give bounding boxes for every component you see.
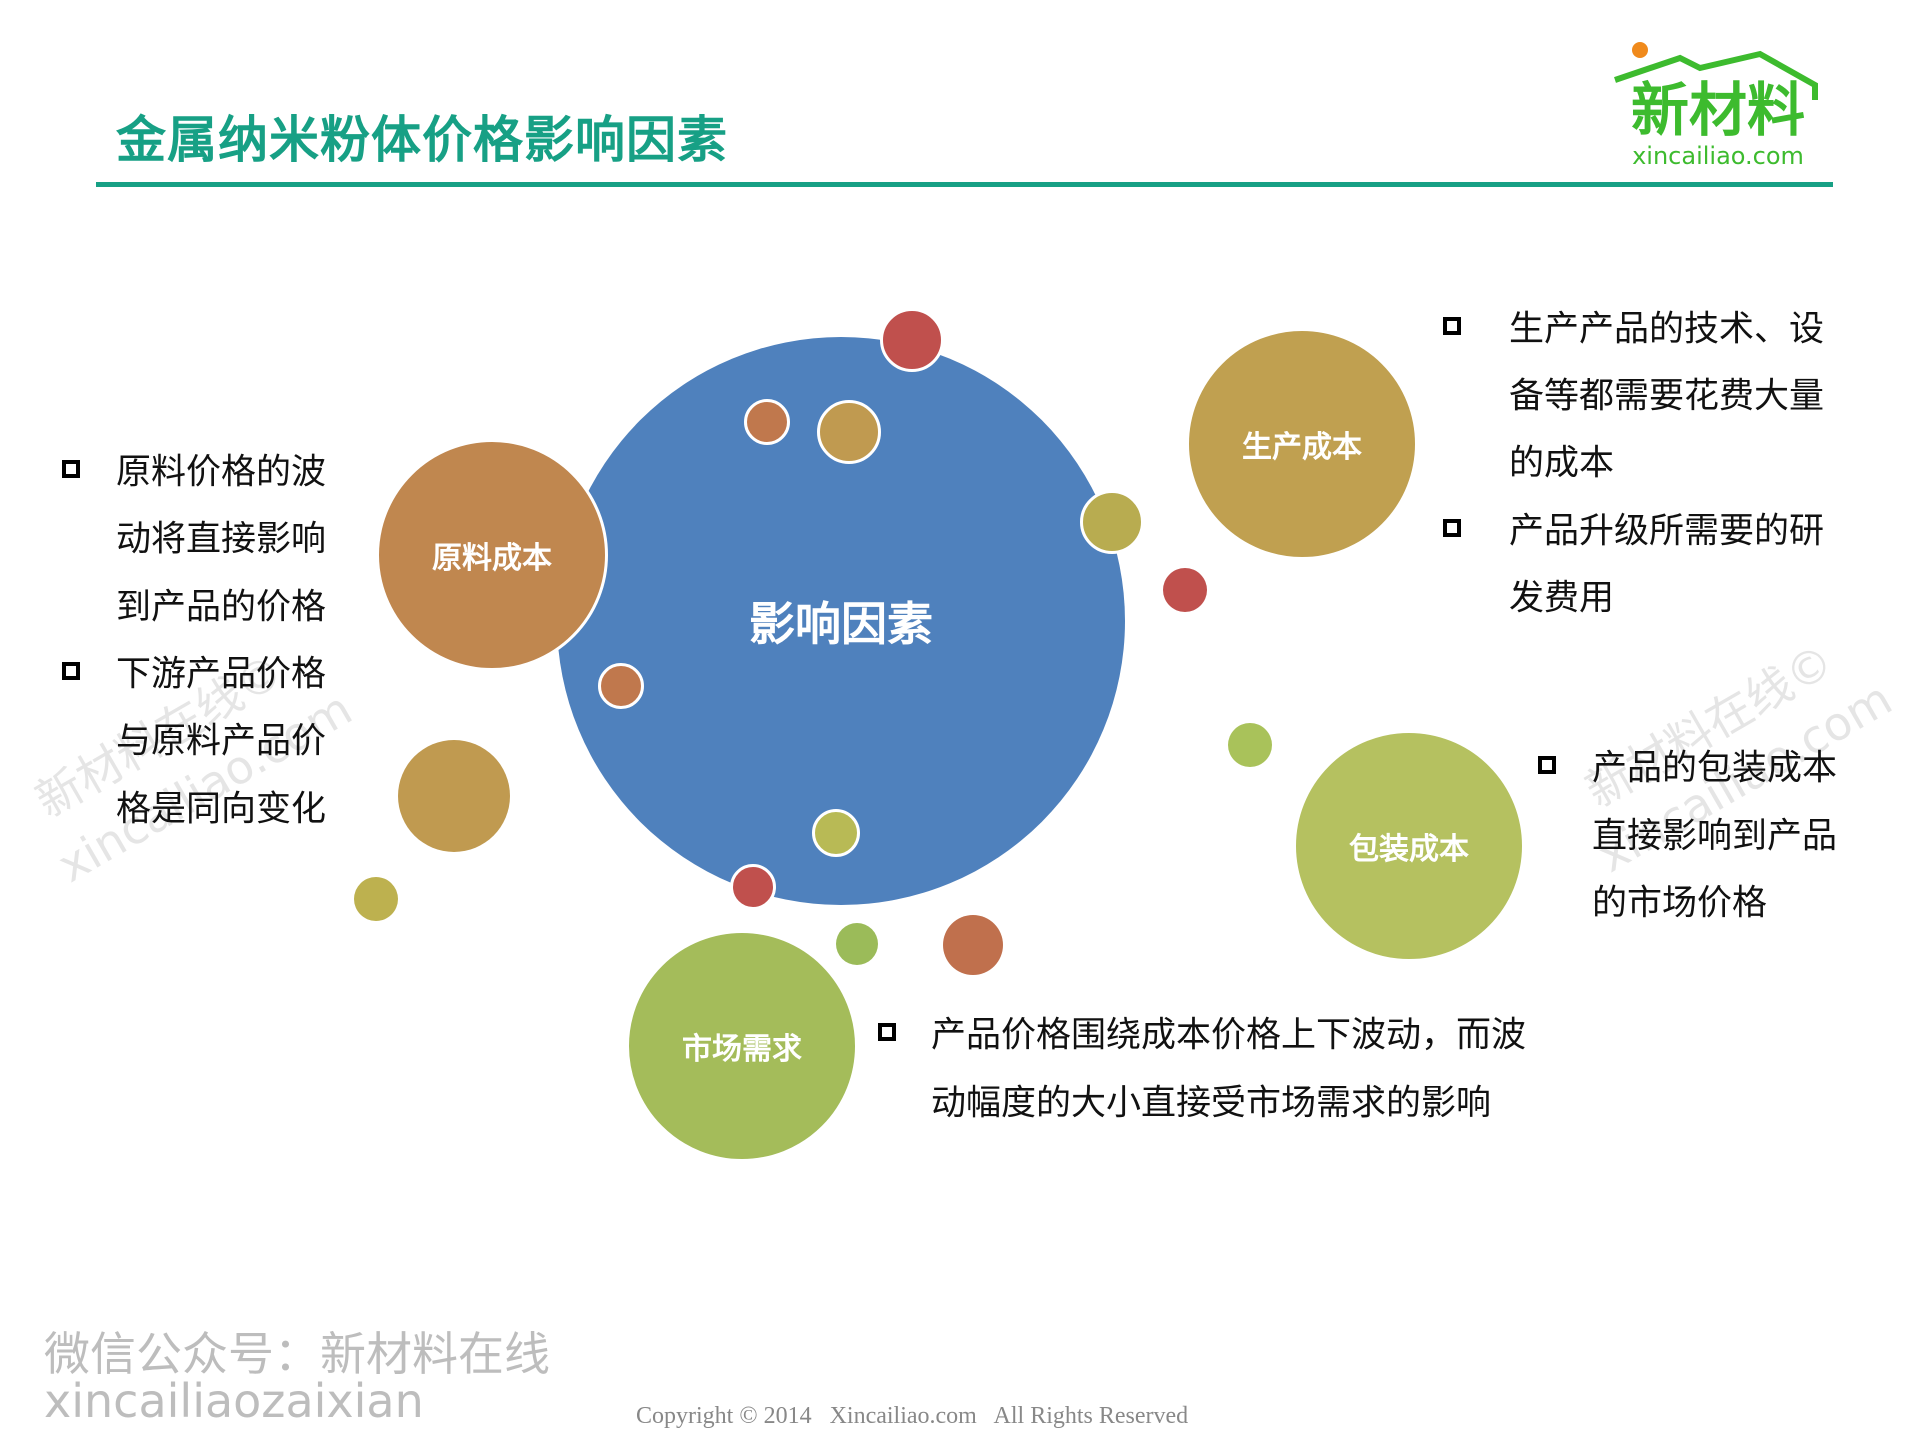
factor-market: 市场需求 bbox=[626, 930, 858, 1162]
decor-circle bbox=[1228, 723, 1272, 767]
text-line: 原料价格的波 bbox=[116, 452, 327, 493]
logo-domain: xincailiao.com bbox=[1632, 142, 1804, 170]
factor-packaging: 包装成本 bbox=[1293, 730, 1525, 962]
footer-copyright: Copyright © 2014 Xincailiao.com All Righ… bbox=[636, 1403, 1189, 1429]
bullet-icon bbox=[878, 1023, 896, 1041]
bullet-icon bbox=[1443, 519, 1461, 537]
decor-circle bbox=[817, 400, 881, 464]
text-line: 到产品的价格 bbox=[116, 587, 327, 628]
logo-text: 新材料 bbox=[1631, 76, 1805, 144]
text-line: 发费用 bbox=[1509, 578, 1615, 619]
decor-circle bbox=[744, 399, 790, 445]
factor-label: 包装成本 bbox=[1349, 832, 1469, 867]
factor-label: 生产成本 bbox=[1242, 430, 1362, 465]
text-line: 产品升级所需要的研 bbox=[1509, 511, 1825, 552]
decor-circle bbox=[1080, 490, 1144, 554]
text-line: 备等都需要花费大量 bbox=[1509, 376, 1825, 417]
bullet-icon bbox=[1443, 317, 1461, 335]
factor-raw-material: 原料成本 bbox=[376, 439, 608, 671]
text-line: 生产产品的技术、设 bbox=[1509, 309, 1825, 350]
text-line: 产品的包装成本 bbox=[1592, 748, 1838, 789]
decor-circle bbox=[880, 308, 944, 372]
factor-label: 原料成本 bbox=[432, 541, 552, 576]
text-line: 直接影响到产品 bbox=[1592, 816, 1838, 857]
factor-label: 市场需求 bbox=[682, 1032, 802, 1067]
text-line: 与原料产品价 bbox=[116, 721, 327, 762]
decor-circle bbox=[730, 864, 776, 910]
text-line: 格是同向变化 bbox=[116, 789, 327, 830]
text-line: 产品价格围绕成本价格上下波动，而波 bbox=[931, 1015, 1527, 1056]
decor-circle bbox=[354, 877, 398, 921]
page-title: 金属纳米粉体价格影响因素 bbox=[116, 111, 728, 169]
bullet-icon bbox=[62, 662, 80, 680]
bullet-icon bbox=[1538, 756, 1556, 774]
text-line: 动幅度的大小直接受市场需求的影响 bbox=[931, 1083, 1492, 1124]
decor-circle bbox=[598, 663, 644, 709]
text-line: 动将直接影响 bbox=[116, 519, 327, 560]
decor-circle bbox=[812, 809, 860, 857]
bullet-icon bbox=[62, 460, 80, 478]
title-divider bbox=[96, 182, 1833, 187]
footer-wechat: 微信公众号：新材料在线 bbox=[44, 1327, 550, 1381]
xincailiao-logo: 新材料 xincailiao.com bbox=[1614, 42, 1818, 170]
decor-circle bbox=[836, 923, 878, 965]
factor-production: 生产成本 bbox=[1186, 328, 1418, 560]
decor-circle bbox=[398, 740, 510, 852]
footer-pinyin: xincailiaozaixian bbox=[44, 1374, 424, 1428]
text-line: 的市场价格 bbox=[1592, 883, 1768, 924]
center-label: 影响因素 bbox=[749, 597, 933, 651]
text-line: 的成本 bbox=[1509, 443, 1615, 484]
decor-circle bbox=[943, 915, 1003, 975]
decor-circle bbox=[1163, 568, 1207, 612]
text-line: 下游产品价格 bbox=[116, 654, 327, 695]
